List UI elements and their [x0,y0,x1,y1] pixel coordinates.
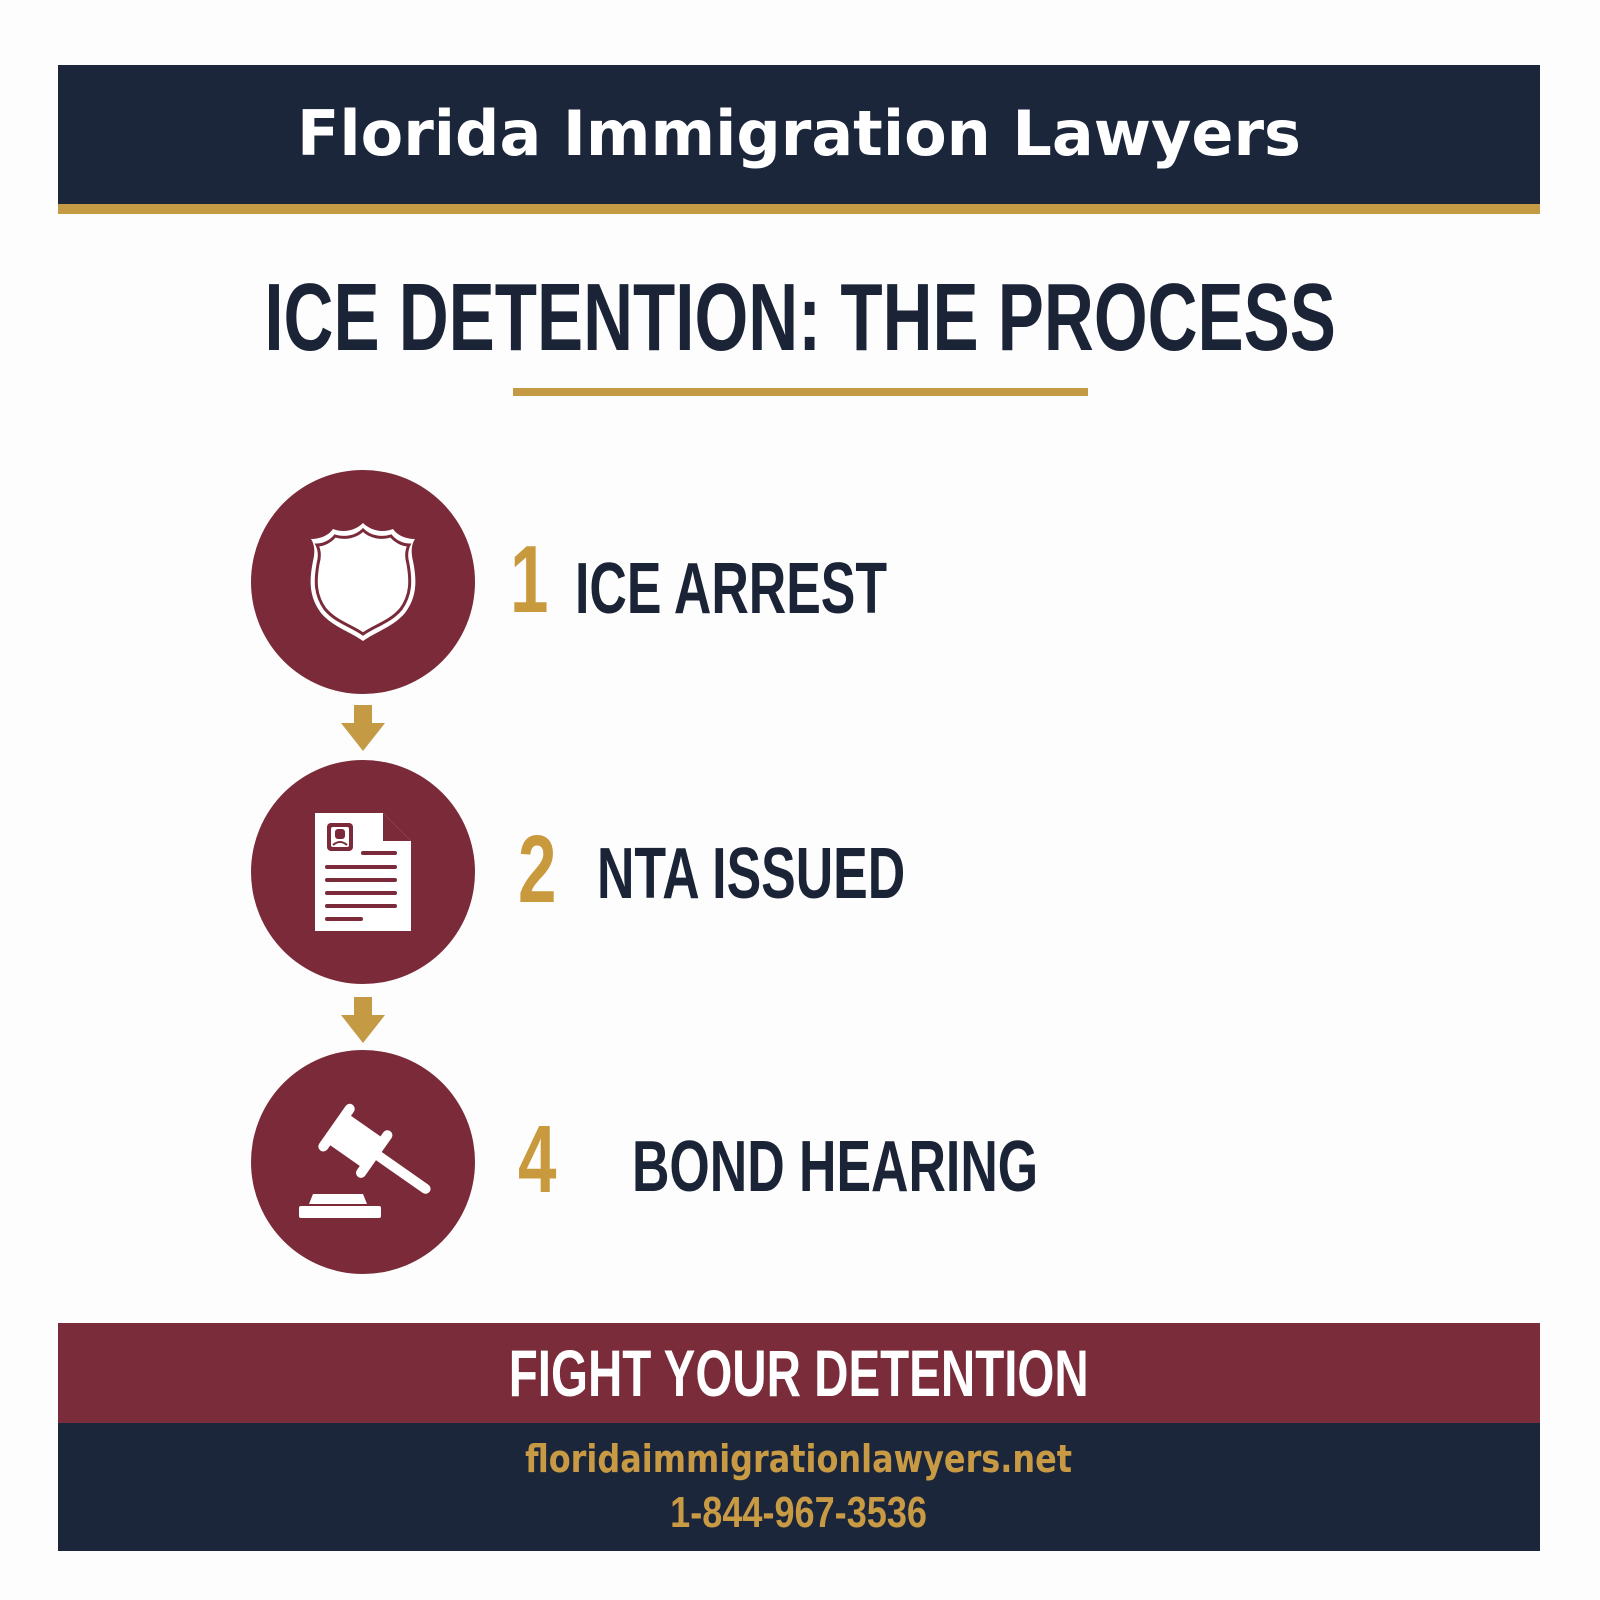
step-2-label: NTA ISSUED [597,838,1025,910]
step-2-label-text: NTA ISSUED [597,834,906,914]
step-3-circle [251,1050,475,1274]
arrow-down-icon [341,997,385,1043]
step-1-label-text: ICE ARREST [575,549,888,629]
header-band: Florida Immigration Lawyers [58,65,1540,204]
step-2-number: 2 [518,822,571,918]
page-title: ICE DETENTION: THE PROCESS [0,268,1600,368]
cta-band: FIGHT YOUR DETENTION [58,1323,1540,1423]
cta-text-label: FIGHT YOUR DETENTION [509,1336,1089,1410]
firm-name: Florida Immigration Lawyers [297,97,1301,170]
cta-text: FIGHT YOUR DETENTION [396,1340,1201,1406]
step-3-label: BOND HEARING [632,1131,1196,1203]
phone-number-text[interactable]: 1-844-967-3536 [670,1488,928,1537]
step-3-label-text: BOND HEARING [632,1127,1039,1207]
step-3-number: 4 [518,1112,571,1208]
arrow-down-icon [341,705,385,751]
step-2-circle [251,760,475,984]
step-1-number-text: 1 [510,526,549,633]
step-1-circle [251,470,475,694]
document-id-icon [315,813,411,931]
step-3-number-text: 4 [518,1106,557,1213]
title-underline-rule [513,388,1088,396]
step-1-number: 1 [510,532,563,628]
step-2-number-text: 2 [518,816,557,923]
website-link[interactable]: floridaimmigrationlawyers.net [58,1435,1540,1483]
page-title-text: ICE DETENTION: THE PROCESS [264,264,1336,371]
contact-band: floridaimmigrationlawyers.net 1-844-967-… [58,1423,1540,1551]
gavel-icon [299,1103,431,1218]
phone-number[interactable]: 1-844-967-3536 [58,1487,1540,1539]
website-link-text[interactable]: floridaimmigrationlawyers.net [525,1437,1073,1481]
step-1-label: ICE ARREST [575,553,1008,625]
shield-badge-icon [310,523,416,641]
header-gold-stripe [58,204,1540,214]
